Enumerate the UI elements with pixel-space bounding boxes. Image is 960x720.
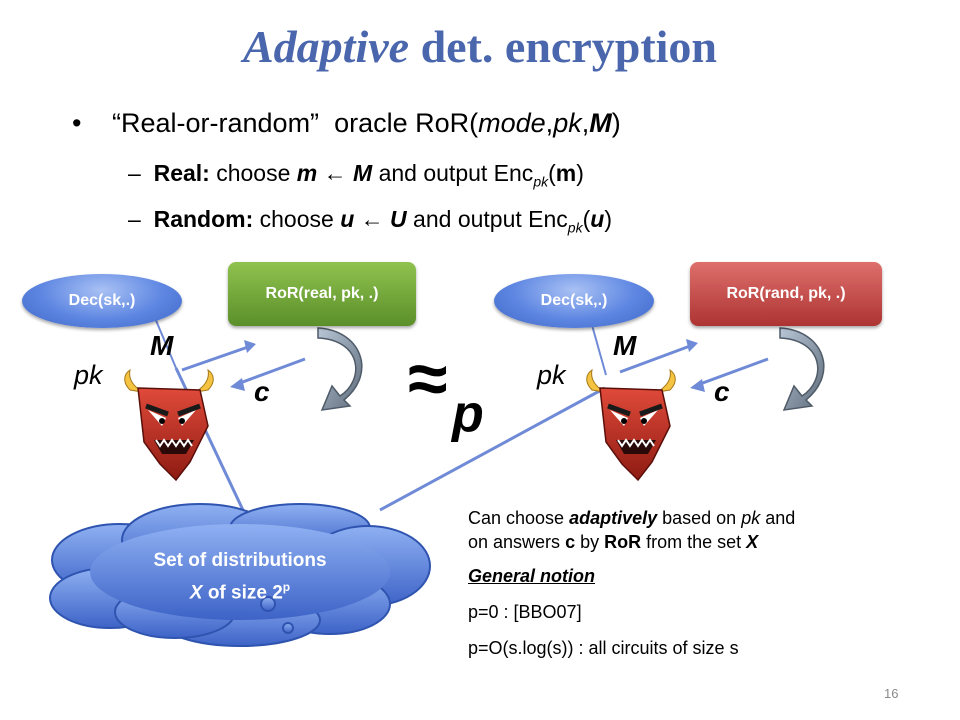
right-pk-label: pk (537, 360, 566, 390)
query-arrow (181, 340, 256, 372)
bullet-pk: pk (553, 108, 582, 138)
arg: m (555, 160, 577, 186)
cloud-line-2: X of size 2p (100, 574, 380, 606)
var-m: m (296, 160, 318, 186)
sub-pk: pk (533, 173, 549, 190)
bubble-tail (154, 317, 177, 369)
paren: ) (576, 160, 584, 186)
emph-X: X (746, 532, 759, 552)
var-U: U (390, 206, 407, 232)
bullet-quoted: “Real-or-random” (112, 108, 320, 138)
title-rest: det. encryption (409, 21, 717, 72)
text: Can choose (468, 508, 570, 528)
cloud-var-X: X (189, 582, 203, 604)
approx-symbol: ≈ (408, 339, 448, 419)
general-notion: General notion (468, 566, 596, 586)
notes-general: General notion (468, 564, 938, 588)
cloud-text: Set of distributions X of size 2p (100, 548, 380, 606)
sub-bullet-random: – Random: choose u ← U and output Encpk(… (128, 206, 612, 236)
page-number: 16 (884, 686, 899, 701)
random-label: Random: (153, 206, 254, 232)
bullet-M: M (589, 108, 612, 138)
emph-ror: RoR (604, 532, 642, 552)
approx-subscript: p (452, 385, 484, 443)
paren: ) (604, 206, 612, 232)
devil-icon (124, 368, 214, 482)
notes-line-1: Can choose adaptively based on pk and (468, 506, 938, 530)
text: from the set (641, 532, 747, 552)
left-arrow-icon: ← (317, 160, 354, 186)
emph-adaptively: adaptively (569, 508, 658, 528)
cloud-icon (49, 503, 431, 647)
real-label: Real: (153, 160, 210, 186)
text: choose (253, 206, 341, 232)
left-arrow-icon: ← (354, 206, 391, 232)
text: based on (657, 508, 742, 528)
right-M-label: M (613, 330, 637, 361)
text: and output Enc (372, 160, 534, 186)
query-arrow (619, 339, 698, 374)
cloud-sup: p (282, 580, 291, 594)
text: and output Enc (406, 206, 568, 232)
notes-pO: p=O(s.log(s)) : all circuits of size s (468, 638, 739, 658)
left-c-label: c (254, 376, 270, 407)
bullet-line: “Real-or-random” oracle RoR(mode,pk,M) (112, 108, 621, 139)
paren: ( (548, 160, 556, 186)
curved-arrow-icon (779, 327, 825, 411)
bubble-tail (589, 317, 607, 376)
var-M: M (353, 160, 373, 186)
text: on answers (468, 532, 566, 552)
text: choose (209, 160, 297, 186)
var-u: u (340, 206, 355, 232)
dec-oracle-bubble: Dec(sk,.) (494, 274, 654, 328)
pointer-line (379, 386, 606, 512)
notes-p0: p=0 : [BBO07] (468, 602, 582, 622)
sub-pk: pk (567, 219, 583, 236)
bullet-comma: , (545, 108, 554, 138)
left-pk-label: pk (74, 360, 103, 390)
cloud-size-text: of size 2 (202, 582, 283, 604)
right-c-label: c (714, 376, 730, 407)
dash: – (128, 206, 141, 232)
bullet-mode: mode (478, 108, 546, 138)
notes-line-2: on answers c by RoR from the set X (468, 530, 938, 554)
text: and (760, 508, 796, 528)
answer-arrow (690, 357, 769, 392)
ror-real-box: RoR(real, pk, .) (228, 262, 416, 326)
bullet-dot-icon: • (72, 108, 82, 138)
paren: ( (582, 206, 591, 232)
cloud-line-1: Set of distributions (153, 550, 327, 571)
sub-bullet-real: – Real: choose m ← M and output Encpk(m) (128, 160, 584, 190)
emph-c: c (565, 532, 576, 552)
left-M-label: M (150, 330, 174, 361)
answer-arrow (230, 357, 306, 391)
ror-rand-box: RoR(rand, pk, .) (690, 262, 882, 326)
bullet-oracle: oracle RoR( (334, 108, 479, 138)
dash: – (128, 160, 141, 186)
slide-title: Adaptive det. encryption (0, 20, 960, 73)
dec-oracle-bubble: Dec(sk,.) (22, 274, 182, 328)
arg: u (590, 206, 605, 232)
curved-arrow-icon (317, 327, 363, 411)
notes-block: Can choose adaptively based on pk and on… (468, 506, 938, 660)
title-italic: Adaptive (243, 21, 410, 72)
devil-icon (586, 368, 676, 482)
bullet-close: ) (611, 108, 621, 138)
text: by (575, 532, 605, 552)
bullet-comma: , (581, 108, 590, 138)
emph-pk: pk (741, 508, 761, 528)
